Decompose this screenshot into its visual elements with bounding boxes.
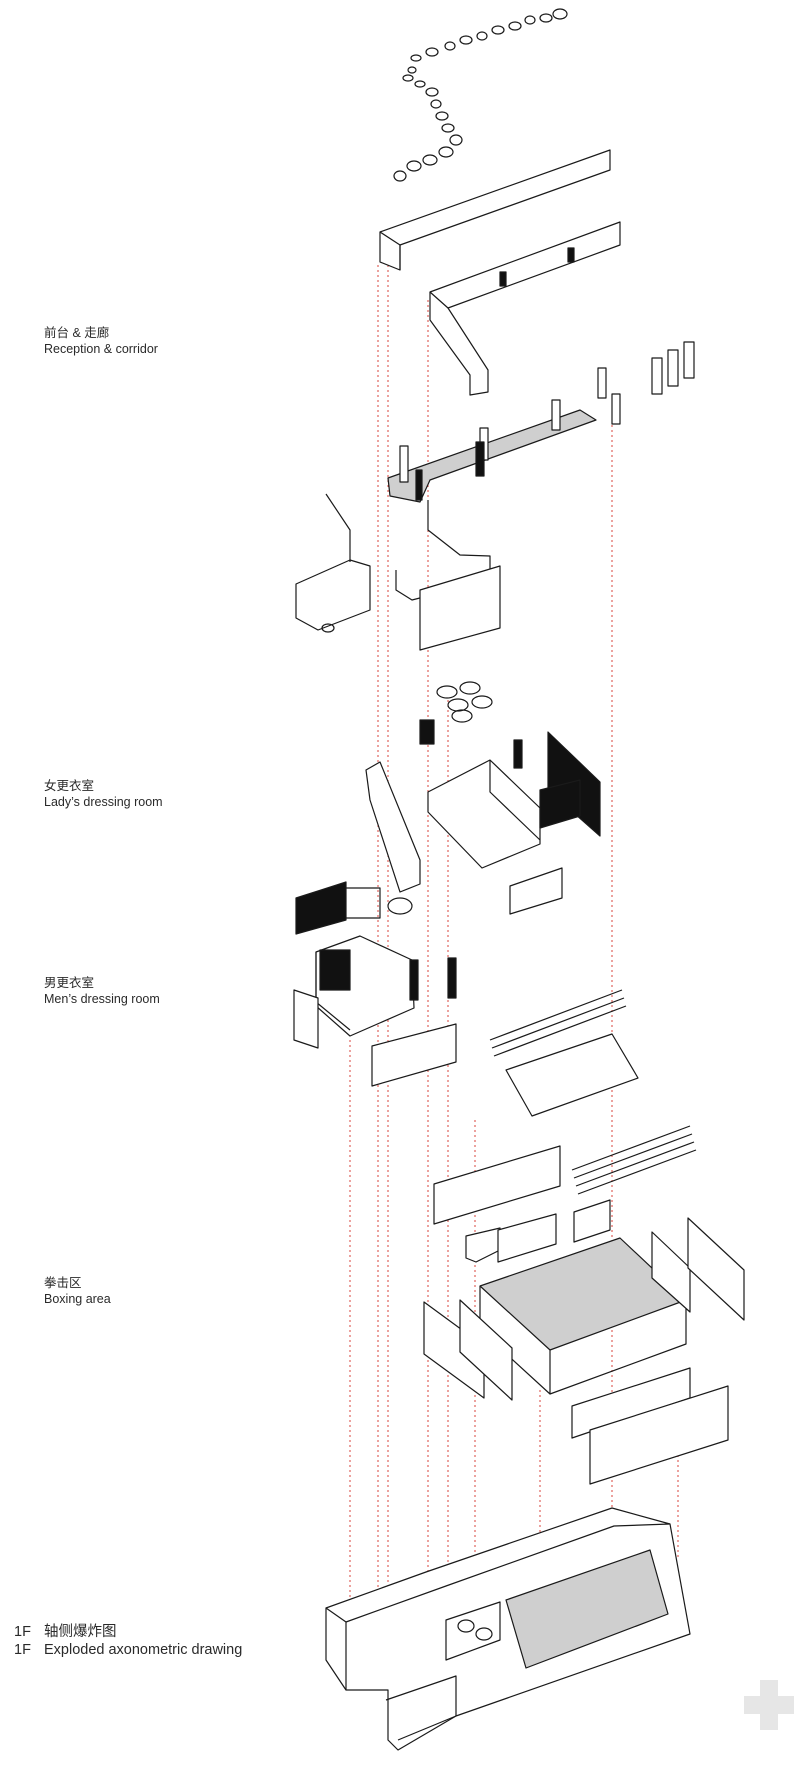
- drawing-title: 1F 轴侧爆炸图 1F Exploded axonometric drawing: [14, 1623, 242, 1659]
- label-lady-en: Lady’s dressing room: [44, 795, 163, 809]
- label-lady-zh: 女更衣室: [44, 779, 95, 793]
- label-lady-dressing-room: 女更衣室 Lady’s dressing room: [44, 778, 163, 810]
- title-en: Exploded axonometric drawing: [44, 1642, 243, 1658]
- label-boxing-zh: 拳击区: [44, 1276, 82, 1290]
- title-row-en: 1F Exploded axonometric drawing: [14, 1641, 242, 1659]
- reception-desk: [295, 493, 371, 633]
- label-reception-en: Reception & corridor: [44, 342, 158, 356]
- watermark-cross-icon: [744, 1680, 794, 1730]
- label-men-dressing-room: 男更衣室 Men’s dressing room: [44, 975, 160, 1007]
- title-row-zh: 1F 轴侧爆炸图: [14, 1623, 242, 1641]
- label-men-en: Men’s dressing room: [44, 992, 160, 1006]
- label-reception: 前台 & 走廊 Reception & corridor: [44, 325, 158, 357]
- title-zh: 轴侧爆炸图: [44, 1624, 117, 1640]
- reception-walls: [379, 149, 695, 425]
- corridor-floor: [387, 399, 597, 651]
- boxing-area: [423, 1145, 745, 1485]
- label-reception-zh: 前台 & 走廊: [44, 326, 110, 340]
- label-men-zh: 男更衣室: [44, 976, 95, 990]
- ceiling-ovals: [393, 8, 568, 182]
- ceiling-grid: [489, 989, 697, 1195]
- title-floor: 1F: [14, 1624, 31, 1640]
- label-boxing-area: 拳击区 Boxing area: [44, 1275, 111, 1307]
- label-boxing-en: Boxing area: [44, 1292, 111, 1306]
- floor-plate: [325, 1507, 691, 1751]
- lady-dressing-room: [365, 681, 601, 915]
- men-dressing-room: [293, 881, 457, 1087]
- title-floor-2: 1F: [14, 1642, 31, 1658]
